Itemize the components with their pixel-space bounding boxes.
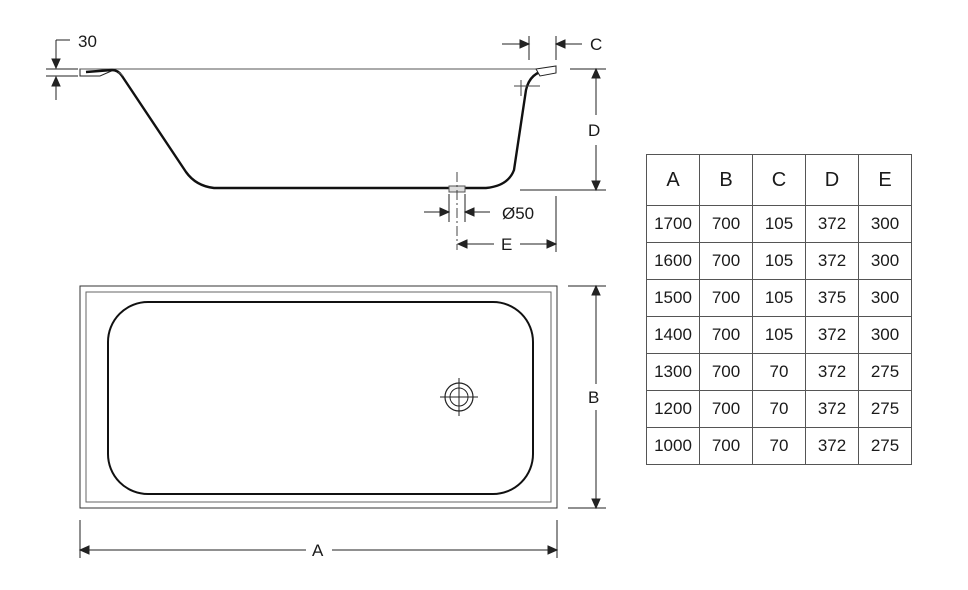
table-cell: 300 — [858, 205, 912, 243]
tub-basin-outline — [85, 68, 549, 190]
table-cell: 1400 — [646, 316, 700, 354]
table-header-row: A B C D E — [646, 154, 912, 206]
header-a: A — [646, 154, 700, 206]
rim-depth-dimension — [46, 39, 78, 100]
tub-basin — [107, 301, 534, 495]
table-cell: 70 — [752, 427, 806, 465]
a-dimension — [78, 520, 559, 558]
table-cell: 372 — [805, 205, 859, 243]
table-cell: 700 — [699, 390, 753, 428]
table-cell: 1200 — [646, 390, 700, 428]
table-row: 1700 700 105 372 300 — [646, 205, 912, 243]
table-cell: 700 — [699, 279, 753, 317]
table-cell: 1600 — [646, 242, 700, 280]
header-d: D — [805, 154, 859, 206]
table-cell: 1000 — [646, 427, 700, 465]
table-row: 1300 700 70 372 275 — [646, 353, 912, 391]
a-label: A — [312, 541, 324, 560]
table-cell: 700 — [699, 316, 753, 354]
e-label: E — [501, 235, 512, 254]
d-label: D — [588, 121, 600, 140]
table-cell: 372 — [805, 242, 859, 280]
top-view — [78, 284, 606, 558]
table-cell: 1300 — [646, 353, 700, 391]
table-cell: 105 — [752, 242, 806, 280]
e-dimension — [456, 196, 558, 252]
header-b: B — [699, 154, 753, 206]
table-cell: 70 — [752, 353, 806, 391]
table-cell: 1700 — [646, 205, 700, 243]
tub-outer-rim — [79, 285, 558, 509]
drain-diameter-label: Ø50 — [502, 204, 534, 223]
table-cell: 700 — [699, 353, 753, 391]
table-cell: 105 — [752, 316, 806, 354]
table-row: 1200 700 70 372 275 — [646, 390, 912, 428]
table-cell: 300 — [858, 316, 912, 354]
table-cell: 372 — [805, 353, 859, 391]
table-cell: 275 — [858, 427, 912, 465]
table-cell: 700 — [699, 242, 753, 280]
tub-inner-rim — [85, 291, 552, 503]
table-cell: 105 — [752, 205, 806, 243]
d-dimension — [520, 67, 606, 192]
dimensions-table: A B C D E 1700 700 105 372 300 1600 700 … — [646, 154, 912, 465]
drain-diameter-dimension — [424, 194, 490, 222]
table-cell: 70 — [752, 390, 806, 428]
drain-symbol — [440, 378, 478, 416]
table-cell: 372 — [805, 427, 859, 465]
table-row: 1500 700 105 375 300 — [646, 279, 912, 317]
b-label: B — [588, 388, 599, 407]
table-cell: 700 — [699, 427, 753, 465]
table-cell: 700 — [699, 205, 753, 243]
b-dimension — [568, 284, 606, 510]
table-cell: 300 — [858, 242, 912, 280]
table-cell: 275 — [858, 353, 912, 391]
table-cell: 300 — [858, 279, 912, 317]
table-cell: 105 — [752, 279, 806, 317]
table-cell: 375 — [805, 279, 859, 317]
header-e: E — [858, 154, 912, 206]
table-cell: 372 — [805, 316, 859, 354]
c-dimension — [502, 36, 582, 60]
table-cell: 1500 — [646, 279, 700, 317]
table-cell: 275 — [858, 390, 912, 428]
table-row: 1400 700 105 372 300 — [646, 316, 912, 354]
c-label: C — [590, 35, 602, 54]
rim-depth-label: 30 — [78, 32, 97, 51]
table-row: 1000 700 70 372 275 — [646, 427, 912, 465]
side-view — [46, 36, 606, 252]
table-cell: 372 — [805, 390, 859, 428]
header-c: C — [752, 154, 806, 206]
table-row: 1600 700 105 372 300 — [646, 242, 912, 280]
right-rim — [535, 65, 557, 77]
